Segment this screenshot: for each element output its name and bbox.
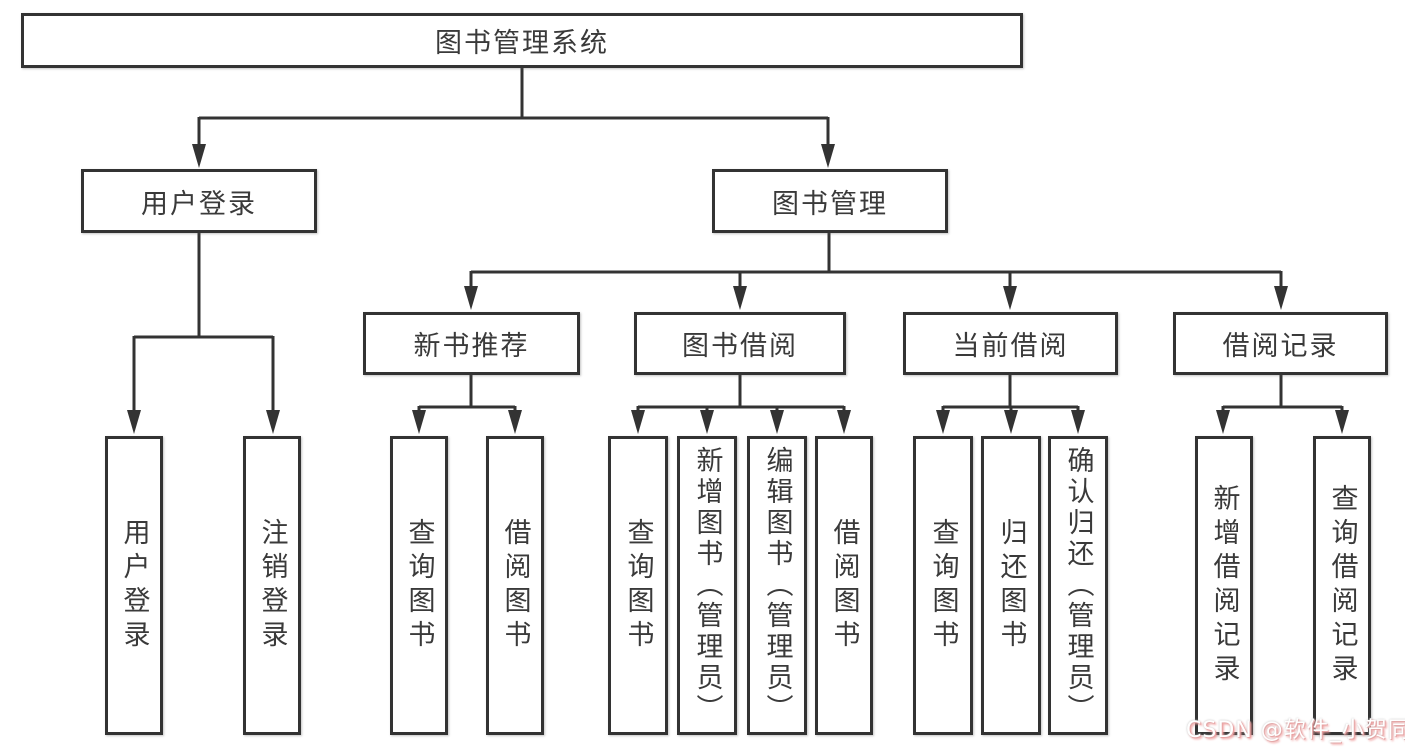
leaf-add-books-admin: 新增图书（管理员） (677, 436, 737, 735)
node-label: 确认归还（管理员） (1062, 446, 1094, 725)
node-label: 新书推荐 (413, 331, 530, 362)
node-label: 注销登录 (256, 517, 288, 654)
node-user-login: 用户登录 (81, 169, 317, 233)
node-label: 图书借阅 (682, 331, 798, 362)
leaf-return-books: 归还图书 (981, 436, 1041, 735)
leaf-borrow-books: 借阅图书 (815, 436, 873, 735)
node-borrowing-records: 借阅记录 (1173, 312, 1388, 375)
leaf-query-books-current: 查询图书 (913, 436, 973, 735)
node-label: 查询借阅记录 (1326, 483, 1358, 688)
leaf-borrow-books-recommend: 借阅图书 (486, 436, 544, 735)
node-label: 查询图书 (927, 517, 959, 654)
leaf-user-login: 用户登录 (105, 436, 163, 735)
node-label: 借阅图书 (828, 517, 860, 654)
node-label: 图书管理 (772, 188, 888, 220)
node-label: 图书管理系统 (435, 28, 609, 59)
leaf-query-books-borrowing: 查询图书 (608, 436, 668, 735)
node-label: 用户登录 (141, 188, 257, 220)
node-label: 新增借阅记录 (1208, 483, 1240, 688)
leaf-add-borrowing-record: 新增借阅记录 (1195, 436, 1253, 735)
leaf-query-borrowing-record: 查询借阅记录 (1313, 436, 1371, 735)
node-library-management-system: 图书管理系统 (21, 13, 1023, 68)
node-label: 查询图书 (403, 517, 435, 654)
leaf-confirm-return-admin: 确认归还（管理员） (1048, 436, 1108, 735)
arrowhead-icons (127, 144, 1349, 434)
node-label: 当前借阅 (952, 331, 1069, 362)
leaf-logout: 注销登录 (243, 436, 301, 735)
node-label: 编辑图书（管理员） (761, 446, 793, 725)
node-current-borrowing: 当前借阅 (903, 312, 1118, 375)
leaf-edit-books-admin: 编辑图书（管理员） (747, 436, 807, 735)
node-new-book-recommendation: 新书推荐 (363, 312, 580, 375)
node-book-management: 图书管理 (712, 169, 948, 233)
node-label: 查询图书 (622, 517, 654, 654)
leaf-query-books-recommend: 查询图书 (390, 436, 448, 735)
node-label: 借阅图书 (499, 517, 531, 654)
node-label: 归还图书 (995, 517, 1027, 654)
csdn-watermark: CSDN @软件_小贺同学 (1186, 718, 1405, 743)
node-book-borrowing: 图书借阅 (634, 312, 846, 375)
node-label: 用户登录 (118, 517, 150, 654)
node-label: 新增图书（管理员） (691, 446, 723, 725)
node-label: 借阅记录 (1222, 331, 1339, 362)
